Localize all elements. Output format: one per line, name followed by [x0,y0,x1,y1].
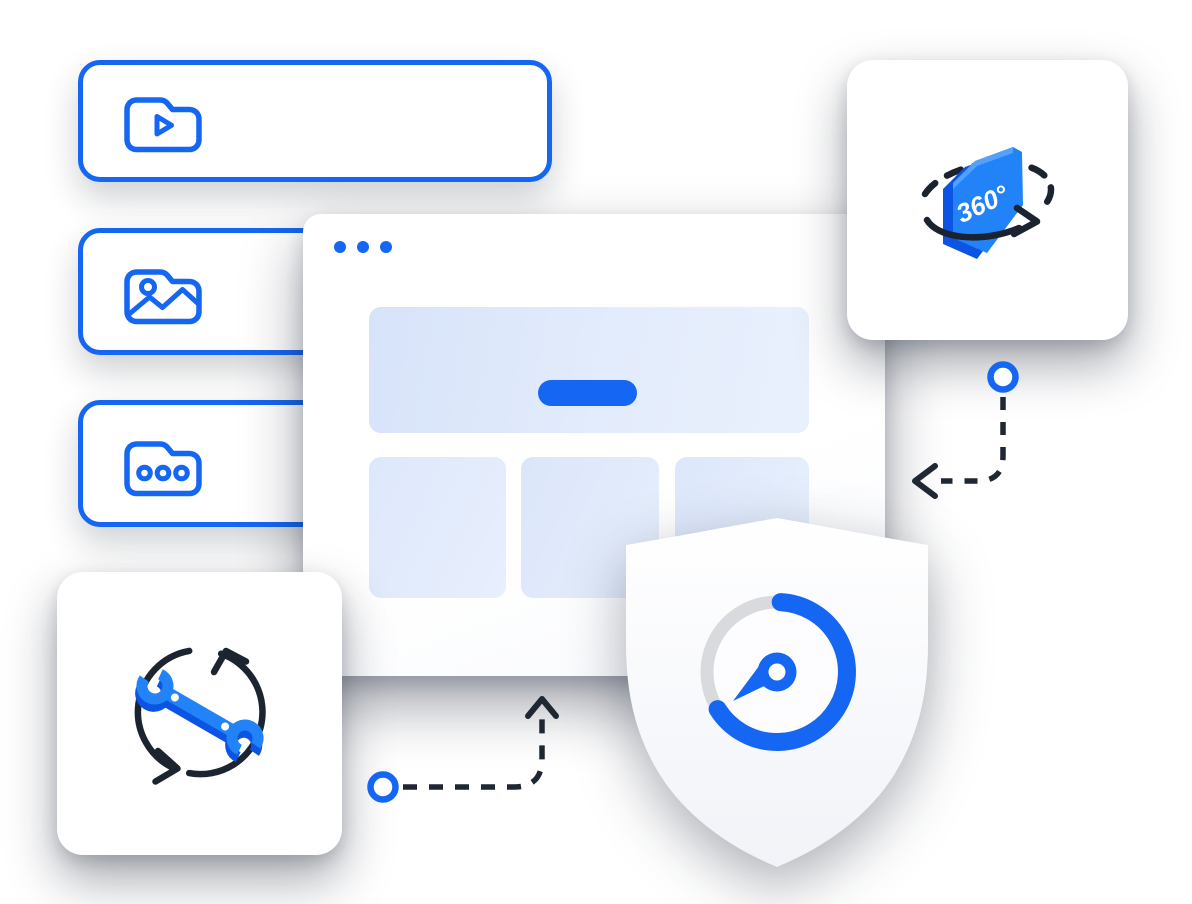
rotate-360-icon: 360° [921,147,1055,259]
shield-icon [626,518,928,867]
video-folder-icon [123,92,203,156]
wrench-connector-dot [367,771,399,803]
feature-card-360: 360° [847,60,1128,340]
wrench-icon [135,669,264,763]
folder-card-video [78,60,552,182]
badge-connector-dot [987,361,1019,393]
arrow-left-icon [912,463,938,499]
sync-wrench-icon [134,647,266,785]
window-dot [357,241,369,253]
connector-wrench-to-window [403,696,559,790]
gauge-icon [700,593,856,751]
content-card-placeholder [369,457,506,598]
feature-card-maintenance [57,572,342,855]
window-dot [380,241,392,253]
hero-button-placeholder [538,380,637,406]
gauge-progress-arc [708,593,856,751]
ellipsis-folder-icon [123,436,203,500]
connector-360-to-shield [912,397,1006,499]
hero-banner-placeholder [369,307,809,433]
arrow-up-icon [525,696,559,719]
window-dot [334,241,346,253]
image-folder-icon [123,264,203,328]
